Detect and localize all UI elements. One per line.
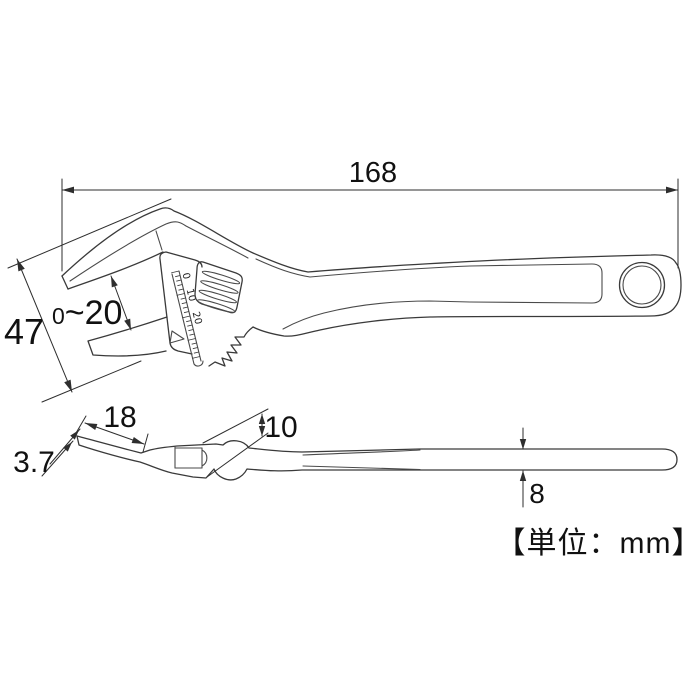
arrowhead-18-right <box>131 437 144 444</box>
arrowhead-bottom <box>64 379 72 392</box>
worm-screw-frame <box>194 261 243 314</box>
jaw-root-step <box>155 230 163 251</box>
extension-line-top <box>7 198 172 269</box>
knurl-teeth <box>208 326 254 367</box>
jaw-capacity-range: ~20 <box>65 294 123 332</box>
top-view-wrench: 0 10 20 <box>61 207 682 367</box>
arrowhead-jaw-bottom <box>124 318 131 330</box>
movable-jaw-face <box>87 316 168 357</box>
arrowhead-8-top <box>519 439 527 450</box>
dimension-label-47: 47 <box>4 311 44 352</box>
arrowhead-jaw-top <box>111 276 118 288</box>
dimension-label-jaw-capacity: 0~20 <box>52 294 122 332</box>
arrowhead-8-bottom <box>519 470 527 481</box>
extension-tick-right <box>142 433 149 453</box>
dimension-label-10: 10 <box>264 411 297 444</box>
jaw-scale-label-20: 20 <box>190 311 204 326</box>
jaw-scale: 0 10 20 <box>169 270 204 367</box>
worm-thread-2 <box>200 280 239 294</box>
arrowhead-37-a <box>70 430 79 440</box>
dimension-label-8: 8 <box>529 478 545 509</box>
side-profile-outline <box>76 435 678 481</box>
jaw-scale-label-10: 10 <box>184 288 198 303</box>
oblique-extension-10-top <box>202 408 269 444</box>
wrench-body-outline <box>61 207 682 337</box>
movable-jaw-block <box>159 251 203 344</box>
jaw-scale-label-0: 0 <box>179 272 191 281</box>
dimension-handle-thickness: 8 <box>519 427 545 509</box>
handle-panel-outline <box>255 258 603 330</box>
fixed-jaw-face <box>67 251 164 290</box>
side-view-wrench <box>76 435 678 481</box>
oblique-extension-10-bottom <box>206 432 269 478</box>
dimension-tip-thickness: 3.7 <box>13 428 81 479</box>
hang-hole-inner <box>622 265 662 305</box>
arrowhead-top <box>17 259 25 272</box>
hang-hole-outer <box>618 261 666 309</box>
jaw-capacity-min: 0 <box>52 303 65 329</box>
worm-thread-3 <box>198 289 238 304</box>
arrowhead-18-left <box>85 423 98 430</box>
arrowhead-10-top <box>258 414 266 424</box>
worm-thread-1 <box>201 270 241 285</box>
dimension-tip-length: 18 <box>75 401 149 453</box>
jaw-scale-left-edge <box>171 273 204 367</box>
scale-pointer-triangle <box>169 330 185 344</box>
arrowhead-left <box>62 186 74 194</box>
dimension-label-168: 168 <box>349 157 397 189</box>
worm-screw <box>194 261 243 314</box>
dimension-head-height: 47 <box>4 198 172 403</box>
arrowhead-10-bottom <box>258 426 266 436</box>
arrowhead-37-b <box>63 442 72 452</box>
dimension-jaw-capacity: 0~20 <box>52 275 132 332</box>
handle-taper-line-bottom <box>302 465 421 471</box>
dimension-overall-length: 168 <box>61 157 679 272</box>
dimension-head-width: 10 <box>202 408 298 478</box>
handle-taper-line-top <box>302 449 421 456</box>
worm-pin-end <box>201 447 208 469</box>
movable-jaw-block-bottom <box>169 342 193 355</box>
dimension-line-47 <box>16 258 73 393</box>
arrowhead-right <box>666 186 678 194</box>
dimension-label-37: 3.7 <box>13 446 55 479</box>
jaw-scale-tick-marks <box>171 270 200 359</box>
fixed-jaw-tip <box>61 275 69 290</box>
extension-tick-left <box>75 415 87 434</box>
unit-note: 【単位：mm】 <box>496 527 700 560</box>
fixed-jaw-chamfer-line <box>69 221 249 282</box>
worm-thread-4 <box>196 299 236 313</box>
jaw-slot-side <box>174 446 208 469</box>
extension-line-bottom <box>41 360 142 403</box>
dimension-label-18: 18 <box>103 401 136 434</box>
